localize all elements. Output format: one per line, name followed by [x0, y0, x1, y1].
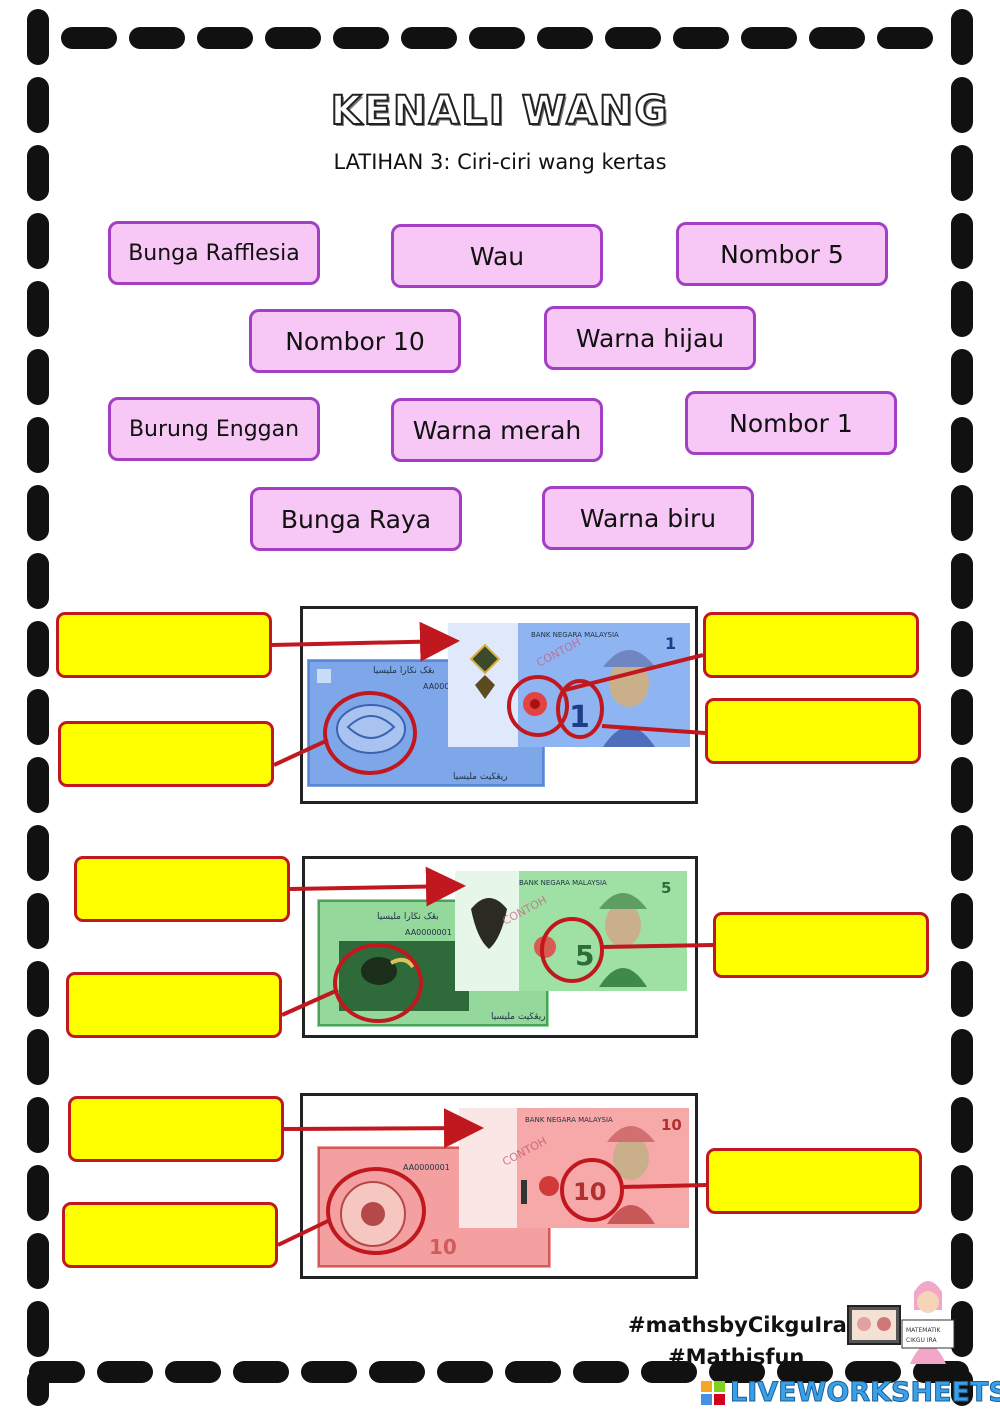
svg-text:1: 1: [665, 634, 676, 653]
chip-nombor-1[interactable]: Nombor 1: [685, 391, 897, 455]
svg-text:MATEMATIK: MATEMATIK: [906, 1327, 942, 1334]
exercise-subtitle: LATIHAN 3: Ciri-ciri wang kertas: [333, 150, 667, 174]
banknote-rm5-image: بڠک نڬارا مليسيا AA0000001 ريڠڬيت مليسيا…: [317, 871, 687, 1027]
drop-box-rm5-right[interactable]: [713, 912, 929, 978]
svg-text:10: 10: [573, 1178, 606, 1206]
svg-text:بڠک نڬارا مليسيا: بڠک نڬارا مليسيا: [373, 666, 435, 676]
drop-box-rm10-lower-left[interactable]: [62, 1202, 278, 1268]
svg-text:10: 10: [429, 1235, 457, 1259]
chip-warna-hijau[interactable]: Warna hijau: [544, 306, 756, 370]
hashtag-mathsbycikguira: #mathsbyCikguIra: [628, 1313, 847, 1337]
svg-text:AA0000001: AA0000001: [423, 682, 470, 691]
chip-wau[interactable]: Wau: [391, 224, 603, 288]
svg-text:ريڠڬيت مليسيا: ريڠڬيت مليسيا: [453, 772, 508, 782]
svg-text:ريڠڬيت مليسيا: ريڠڬيت مليسيا: [491, 1012, 546, 1022]
svg-text:1: 1: [569, 700, 590, 735]
drop-box-rm10-right[interactable]: [706, 1148, 922, 1214]
svg-text:AA0000001: AA0000001: [405, 928, 452, 937]
chip-bunga-rafflesia[interactable]: Bunga Rafflesia: [108, 221, 320, 285]
page-title: KENALI WANG: [330, 87, 670, 135]
banknote-rm1-image: بڠک نڬارا مليسيا AA0000001 ريڠڬيت مليسيا…: [307, 623, 690, 787]
svg-text:5: 5: [661, 879, 671, 897]
chip-warna-merah[interactable]: Warna merah: [391, 398, 603, 462]
svg-text:5: 5: [575, 939, 594, 972]
svg-text:AA0000001: AA0000001: [403, 1163, 450, 1172]
banknote-rm1-frame: بڠک نڬارا مليسيا AA0000001 ريڠڬيت مليسيا…: [300, 606, 698, 804]
chip-nombor-10[interactable]: Nombor 10: [249, 309, 461, 373]
drop-box-rm5-lower-left[interactable]: [66, 972, 282, 1038]
drop-box-rm1-upper-right[interactable]: [703, 612, 919, 678]
svg-text:10: 10: [661, 1116, 682, 1134]
svg-text:CIKGU IRA: CIKGU IRA: [906, 1337, 938, 1344]
svg-text:BANK NEGARA MALAYSIA: BANK NEGARA MALAYSIA: [525, 1116, 613, 1124]
liveworksheets-brand: LIVEWORKSHEETS: [730, 1377, 1000, 1409]
chip-burung-enggan[interactable]: Burung Enggan: [108, 397, 320, 461]
svg-text:BANK NEGARA MALAYSIA: BANK NEGARA MALAYSIA: [531, 631, 619, 639]
svg-text:بڠک نڬارا مليسيا: بڠک نڬارا مليسيا: [377, 912, 439, 922]
chip-warna-biru[interactable]: Warna biru: [542, 486, 754, 550]
drop-box-rm10-upper-left[interactable]: [68, 1096, 284, 1162]
svg-text:BANK NEGARA MALAYSIA: BANK NEGARA MALAYSIA: [519, 879, 607, 887]
drop-box-rm1-lower-right[interactable]: [705, 698, 921, 764]
banknote-rm10-image: AA0000001 10 BANK NEGARA MALAYSIA CONTOH…: [317, 1108, 689, 1268]
drop-box-rm5-upper-left[interactable]: [74, 856, 290, 922]
banknote-rm5-frame: بڠک نڬارا مليسيا AA0000001 ريڠڬيت مليسيا…: [302, 856, 698, 1038]
banknote-rm10-frame: AA0000001 10 BANK NEGARA MALAYSIA CONTOH…: [300, 1093, 698, 1279]
chip-bunga-raya[interactable]: Bunga Raya: [250, 487, 462, 551]
teacher-illustration-icon: MATEMATIK CIKGU IRA: [847, 1281, 955, 1364]
drop-box-rm1-upper-left[interactable]: [56, 612, 272, 678]
hashtag-mathisfun: #Mathisfun: [668, 1345, 805, 1369]
chip-nombor-5[interactable]: Nombor 5: [676, 222, 888, 286]
liveworksheets-logo-icon: [701, 1381, 725, 1405]
drop-box-rm1-lower-left[interactable]: [58, 721, 274, 787]
